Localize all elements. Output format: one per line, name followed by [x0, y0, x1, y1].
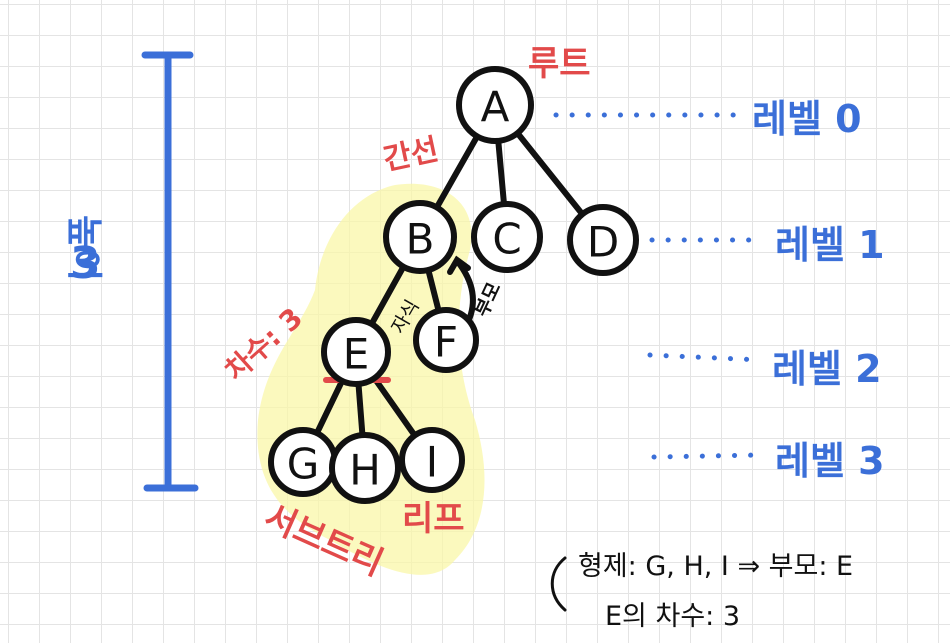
node-C: C: [471, 201, 543, 273]
degree-note: E의 차수: 3: [605, 601, 740, 632]
parent-arrow-head: [447, 255, 471, 275]
node-E: E: [321, 317, 391, 387]
node-circle-E: [321, 317, 391, 387]
node-label-E: E: [343, 330, 370, 379]
node-circle-A: [456, 66, 534, 144]
node-label-A: A: [481, 83, 510, 132]
height-value: 3: [70, 238, 101, 289]
node-circle-I: [399, 427, 465, 493]
level-2-label: 레벨 2: [772, 347, 882, 391]
node-label-D: D: [587, 218, 619, 267]
height-bar: [141, 51, 199, 492]
node-label-F: F: [434, 318, 458, 367]
root-label: 루트: [528, 44, 591, 84]
level-1-label: 레벨 1: [775, 223, 885, 267]
node-D: D: [567, 204, 639, 276]
edge-label: 간선: [380, 132, 441, 178]
node-B: B: [383, 200, 457, 274]
node-G: G: [268, 427, 338, 497]
siblings-note: 형제: G, H, I ⇒ 부모: E: [578, 551, 853, 582]
node-label-H: H: [349, 446, 381, 495]
level-3-label: 레벨 3: [775, 439, 885, 483]
node-circle-F: [413, 307, 479, 373]
height-word: 높이: [63, 215, 104, 281]
level-dots: [553, 112, 765, 460]
node-F: F: [413, 307, 479, 373]
notes-bracket: [550, 556, 567, 612]
node-circle-C: [471, 201, 543, 273]
node-label-C: C: [492, 215, 521, 264]
node-I: I: [399, 427, 465, 493]
level-0-label: 레벨 0: [752, 97, 862, 141]
node-label-I: I: [426, 438, 438, 487]
node-circle-H: [329, 432, 401, 504]
node-circle-D: [567, 204, 639, 276]
node-circle-B: [383, 200, 457, 274]
node-label-B: B: [406, 215, 435, 264]
leaf-label: 리프: [402, 499, 465, 539]
node-A: A: [456, 66, 534, 144]
node-label-G: G: [287, 440, 320, 489]
node-H: H: [329, 432, 401, 504]
parent-label: 부모: [471, 279, 506, 320]
